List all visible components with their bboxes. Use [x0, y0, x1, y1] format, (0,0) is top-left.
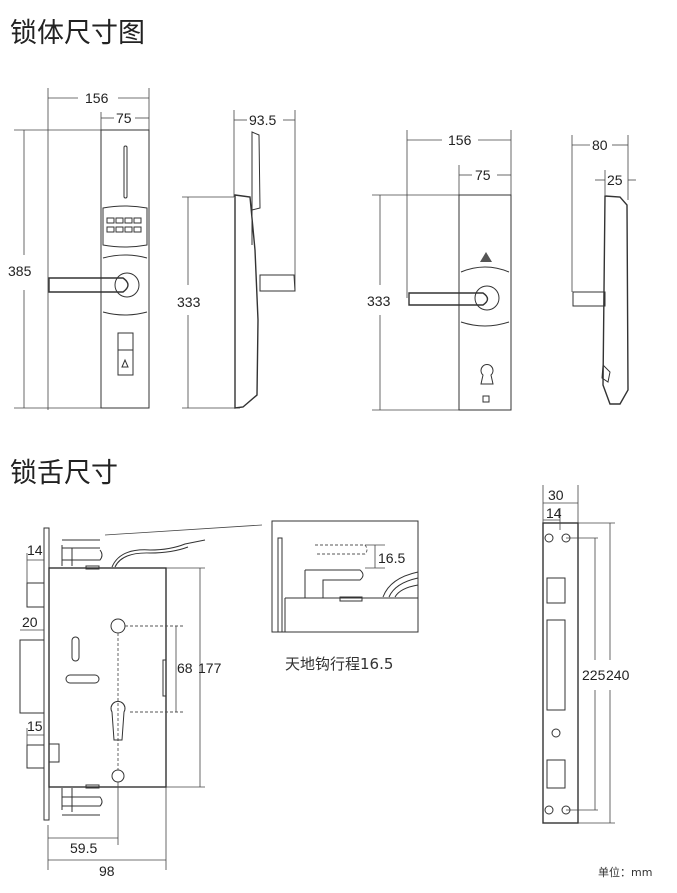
keypad-icon — [106, 217, 142, 233]
dim-backset: 59.5 — [70, 840, 97, 856]
dim-center-distance: 68 — [177, 660, 193, 676]
front-view-keypad: 156 75 385 — [8, 88, 150, 410]
arrow-up-icon — [480, 252, 492, 262]
hook-travel-caption: 天地钩行程16.5 — [285, 655, 393, 673]
dim-strike-width: 30 — [548, 487, 564, 503]
dim-back-side-depth: 80 — [592, 137, 608, 153]
dim-hook-travel: 16.5 — [378, 550, 405, 566]
lever-handle — [48, 277, 129, 293]
bell-icon — [121, 358, 129, 368]
keyhole-icon — [480, 364, 494, 385]
dim-side-height: 333 — [177, 294, 201, 310]
mortise-view: 14 20 15 68 177 59.5 98 — [19, 524, 263, 879]
latch-title: 锁舌尺寸 — [10, 458, 118, 489]
hook-travel-inset: 16.5 天地钩行程16.5 — [271, 520, 419, 673]
side-view-2: 80 25 — [571, 135, 636, 405]
dim-back-height: 333 — [367, 293, 391, 309]
dim-body-width: 98 — [99, 863, 115, 879]
strike-plate-view: 30 14 225 240 — [542, 485, 630, 824]
dim-bottom-bolt: 15 — [27, 718, 43, 734]
dim-front-height: 385 — [8, 263, 32, 279]
dim-strike-inner: 14 — [546, 505, 562, 521]
dim-main-bolt: 20 — [22, 614, 38, 630]
dim-back-width: 156 — [448, 132, 472, 148]
dim-strike-hole-span: 225 — [582, 667, 606, 683]
dim-front-width: 156 — [85, 90, 109, 106]
back-view: 156 75 333 — [367, 130, 512, 411]
lock-body-title: 锁体尺寸图 — [10, 18, 145, 49]
dim-back-side-plate: 25 — [607, 172, 623, 188]
unit-label: 单位：mm — [598, 865, 652, 879]
dim-front-plate-width: 75 — [116, 110, 132, 126]
side-view-1: 93.5 333 — [177, 110, 296, 409]
dim-side-depth: 93.5 — [249, 112, 276, 128]
dim-back-plate-width: 75 — [475, 167, 491, 183]
dim-top-bolt: 14 — [27, 542, 43, 558]
dim-body-height: 177 — [198, 660, 222, 676]
dim-strike-length: 240 — [606, 667, 630, 683]
